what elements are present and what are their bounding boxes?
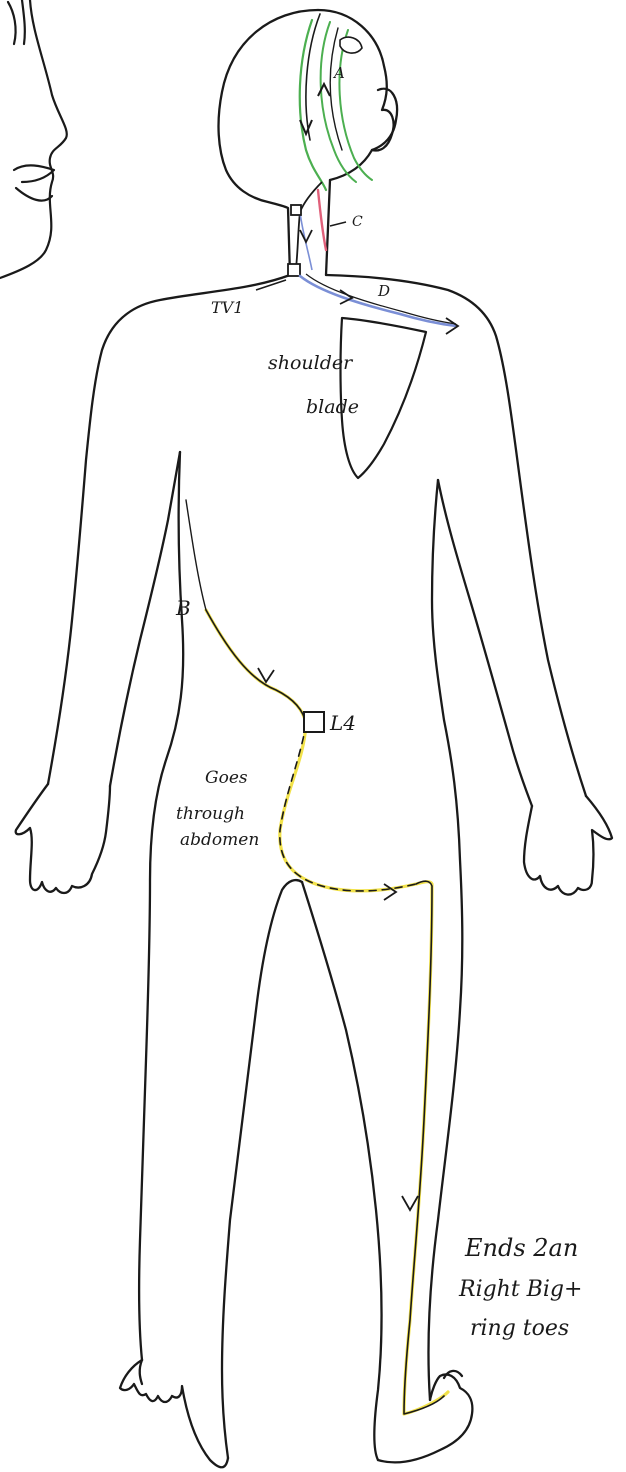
l4-point-marker — [304, 712, 324, 732]
path-b-arrow-2 — [384, 884, 396, 900]
neck-point-marker — [291, 205, 301, 215]
shoulder-blade-label-1: shoulder — [268, 354, 352, 373]
path-c-tick — [330, 222, 346, 226]
shoulder-blade-label-2: blade — [306, 398, 359, 417]
path-b-arrow-3 — [402, 1196, 418, 1210]
abdomen-note-3: abdomen — [180, 832, 259, 849]
abdomen-note-1: Goes — [205, 770, 248, 787]
path-c-line — [318, 190, 326, 250]
path-b-label: B — [176, 598, 191, 618]
tv1-point-marker — [288, 264, 300, 276]
abdomen-note-2: through — [176, 806, 245, 823]
face-profile-sketch — [0, 0, 67, 278]
l4-label: L4 — [330, 713, 356, 733]
path-c-label: C — [352, 215, 363, 229]
path-a-label: A — [334, 66, 345, 81]
ends-note-3: ring toes — [470, 1318, 569, 1340]
tv1-label: TV1 — [211, 300, 243, 316]
head-patch — [340, 37, 362, 53]
ends-note-1: Ends 2an — [465, 1236, 578, 1260]
path-d-label: D — [378, 284, 390, 299]
ends-note-2: Right Big+ — [459, 1279, 582, 1301]
